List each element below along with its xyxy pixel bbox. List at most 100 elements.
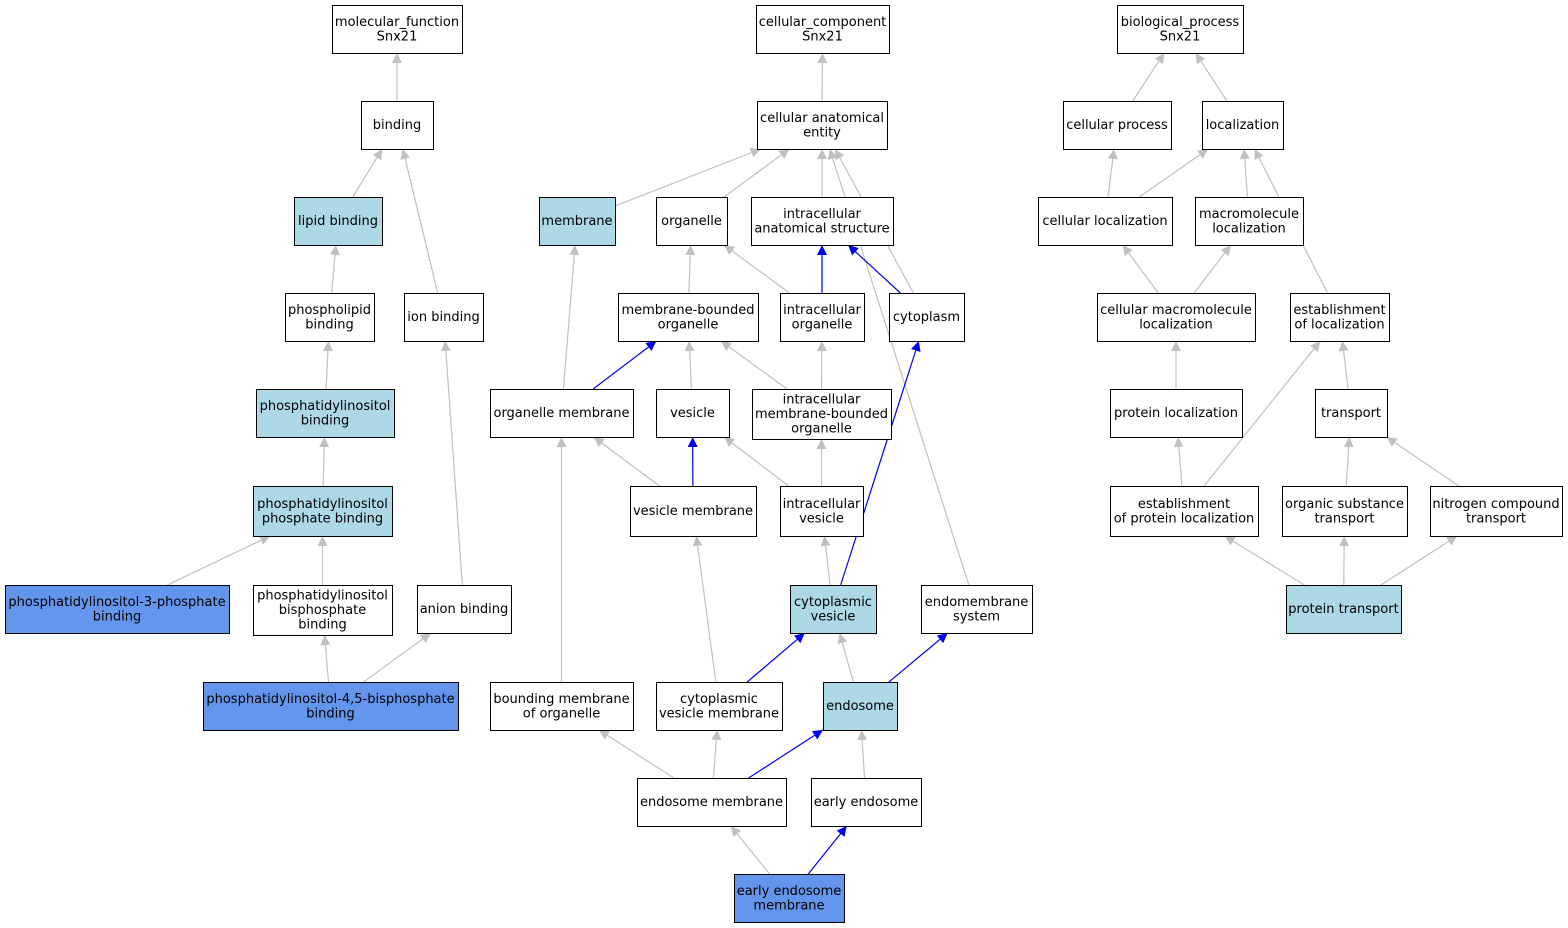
node-label-line: anatomical structure xyxy=(754,221,889,236)
node-box xyxy=(1282,486,1408,537)
edge-cl-to-cp-is-a xyxy=(1107,148,1118,198)
edge-pi45p2_binding-to-anion_binding-is-a xyxy=(363,632,432,683)
node-label-line: Snx21 xyxy=(802,29,843,44)
node-box xyxy=(1195,197,1304,246)
edge-vesicle-to-mbo-is-a xyxy=(684,340,695,390)
edge-cml-to-ml-is-a xyxy=(1193,244,1232,294)
node-label-line: cellular anatomical xyxy=(760,111,884,126)
node-label-line: phosphatidylinositol xyxy=(260,399,391,414)
node-box xyxy=(780,486,864,537)
edge-ml-to-loc-is-a xyxy=(1239,148,1250,198)
node-pl[interactable]: protein localization xyxy=(1110,389,1243,438)
node-cytoplasm[interactable]: cytoplasm xyxy=(889,293,965,342)
node-box xyxy=(253,585,393,636)
node-box xyxy=(1286,585,1402,634)
node-box xyxy=(1290,293,1390,342)
node-label-line: binding xyxy=(305,317,353,332)
node-endosome[interactable]: endosome xyxy=(823,682,898,731)
node-box xyxy=(361,101,434,150)
node-label-line: binding xyxy=(306,706,354,721)
node-label-line: transport xyxy=(1466,511,1526,526)
node-label-line: early endosome xyxy=(737,884,842,899)
node-transport[interactable]: transport xyxy=(1315,389,1388,438)
edge-ee-to-endosome-is-a xyxy=(857,729,868,779)
edge-pi45p2_binding-to-pip2_binding-is-a xyxy=(320,634,331,683)
node-box xyxy=(751,197,894,246)
node-label-line: phospholipid xyxy=(288,303,371,318)
node-pi45p2-binding[interactable]: phosphatidylinositol-4,5-bisphosphatebin… xyxy=(203,682,459,731)
node-label-line: ion binding xyxy=(407,310,479,325)
node-label-line: vesicle membrane xyxy=(633,504,753,519)
node-box xyxy=(417,585,512,634)
edge-imbo-to-mbo-is-a xyxy=(720,340,788,390)
node-cl[interactable]: cellular localization xyxy=(1038,197,1173,246)
node-anion-binding[interactable]: anion binding xyxy=(417,585,512,634)
node-label-line: vesicle xyxy=(670,406,715,421)
node-lipid-binding[interactable]: lipid binding xyxy=(294,197,383,246)
node-label-line: vesicle membrane xyxy=(659,706,779,721)
node-label-line: phosphatidylinositol xyxy=(257,497,388,512)
node-label-line: organelle xyxy=(792,317,853,332)
node-box xyxy=(630,486,757,537)
node-label-line: Snx21 xyxy=(377,29,418,44)
edge-layer xyxy=(167,52,1460,875)
edge-vm-to-om-is-a xyxy=(593,436,660,487)
edge-iv-to-vesicle-is-a xyxy=(723,436,789,487)
node-membrane[interactable]: membrane xyxy=(539,197,616,246)
node-em[interactable]: endosome membrane xyxy=(637,778,787,827)
node-label-line: phosphatidylinositol-3-phosphate xyxy=(8,595,225,610)
node-organelle[interactable]: organelle xyxy=(656,197,728,246)
node-box xyxy=(1315,389,1388,438)
edge-em-to-endosome-part-of xyxy=(748,729,824,779)
node-box xyxy=(790,585,877,634)
node-box xyxy=(294,197,383,246)
node-ion-binding[interactable]: ion binding xyxy=(404,293,484,342)
node-vm[interactable]: vesicle membrane xyxy=(630,486,757,537)
edge-loc-to-bp-is-a xyxy=(1195,52,1228,102)
node-label-line: endomembrane xyxy=(925,595,1029,610)
edge-cytoplasm-to-ias-part-of xyxy=(847,244,901,294)
node-om[interactable]: organelle membrane xyxy=(490,389,634,438)
node-label-line: organelle xyxy=(658,317,719,332)
node-label-line: intracellular xyxy=(783,303,861,318)
node-binding[interactable]: binding xyxy=(361,101,434,150)
node-label-line: phosphate binding xyxy=(262,511,383,526)
node-vesicle[interactable]: vesicle xyxy=(656,389,730,438)
node-cp[interactable]: cellular process xyxy=(1063,101,1172,150)
edge-cl-to-loc-is-a xyxy=(1139,148,1209,198)
node-box xyxy=(637,778,787,827)
edge-cv-to-cytoplasm-part-of xyxy=(840,340,921,586)
edge-organelle-to-cae-is-a xyxy=(723,148,790,198)
node-box xyxy=(811,778,922,827)
node-ee[interactable]: early endosome xyxy=(811,778,922,827)
node-pt[interactable]: protein transport xyxy=(1286,585,1402,634)
edge-em-to-cvm-is-a xyxy=(711,729,722,779)
node-loc[interactable]: localization xyxy=(1202,101,1284,150)
node-box xyxy=(656,389,730,438)
